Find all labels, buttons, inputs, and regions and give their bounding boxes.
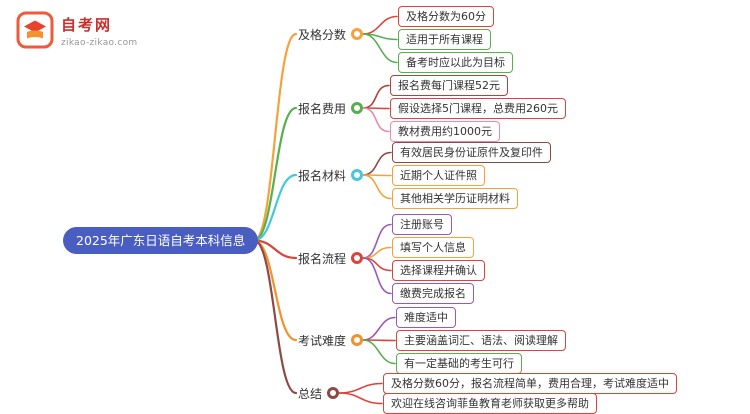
leaf-node: 假设选择5门课程，总费用260元 — [390, 98, 566, 119]
branch-label: 总结 — [298, 386, 323, 401]
mindmap-root-node: 2025年广东日语自考本科信息 — [63, 227, 259, 254]
site-logo: 自考网 zikao-zikao.com — [16, 11, 137, 49]
leaf-node: 欢迎在线咨询菲鱼教育老师获取更多帮助 — [383, 393, 597, 414]
branch-node-passing-score: 及格分数 — [298, 24, 364, 44]
leaf-node: 难度适中 — [396, 307, 456, 328]
site-name: 自考网 — [61, 16, 113, 34]
site-logo-text: 自考网 zikao-zikao.com — [61, 11, 137, 48]
branch-label: 报名流程 — [298, 251, 347, 266]
branch-node-registration-process: 报名流程 — [298, 248, 364, 268]
branch-connector-dot — [351, 252, 364, 264]
branch-label: 考试难度 — [298, 333, 347, 348]
branch-label: 及格分数 — [298, 27, 347, 42]
leaf-node: 及格分数为60分 — [398, 6, 494, 27]
branch-label: 报名费用 — [298, 101, 347, 116]
site-logo-icon — [16, 11, 54, 49]
leaf-node: 有效居民身份证原件及复印件 — [392, 142, 551, 163]
branch-connector-dot — [351, 28, 364, 40]
branch-label: 报名材料 — [298, 168, 347, 183]
leaf-node: 教材费用约1000元 — [390, 121, 500, 142]
leaf-node: 备考时应以此为目标 — [398, 52, 513, 73]
site-url: zikao-zikao.com — [61, 38, 138, 48]
leaf-node: 缴费完成报名 — [392, 283, 474, 304]
branch-node-exam-difficulty: 考试难度 — [298, 330, 364, 350]
branch-connector-dot — [351, 169, 364, 181]
leaf-node: 报名费每门课程52元 — [390, 75, 508, 96]
branch-connector-dot — [351, 334, 364, 346]
leaf-node: 注册账号 — [392, 214, 452, 235]
leaf-node: 其他相关学历证明材料 — [392, 188, 518, 209]
branch-connector-dot — [351, 102, 364, 114]
leaf-node: 近期个人证件照 — [392, 165, 485, 186]
leaf-node: 及格分数60分，报名流程简单，费用合理，考试难度适中 — [383, 373, 677, 394]
branch-node-registration-materials: 报名材料 — [298, 165, 364, 185]
leaf-node: 适用于所有课程 — [398, 29, 491, 50]
branch-node-registration-fee: 报名费用 — [298, 98, 364, 118]
branch-node-summary: 总结 — [298, 383, 340, 403]
branch-connector-dot — [327, 387, 340, 399]
leaf-node: 填写个人信息 — [392, 237, 474, 258]
leaf-node: 有一定基础的考生可行 — [396, 353, 522, 374]
leaf-node: 选择课程并确认 — [392, 260, 485, 281]
leaf-node: 主要涵盖词汇、语法、阅读理解 — [396, 330, 566, 351]
